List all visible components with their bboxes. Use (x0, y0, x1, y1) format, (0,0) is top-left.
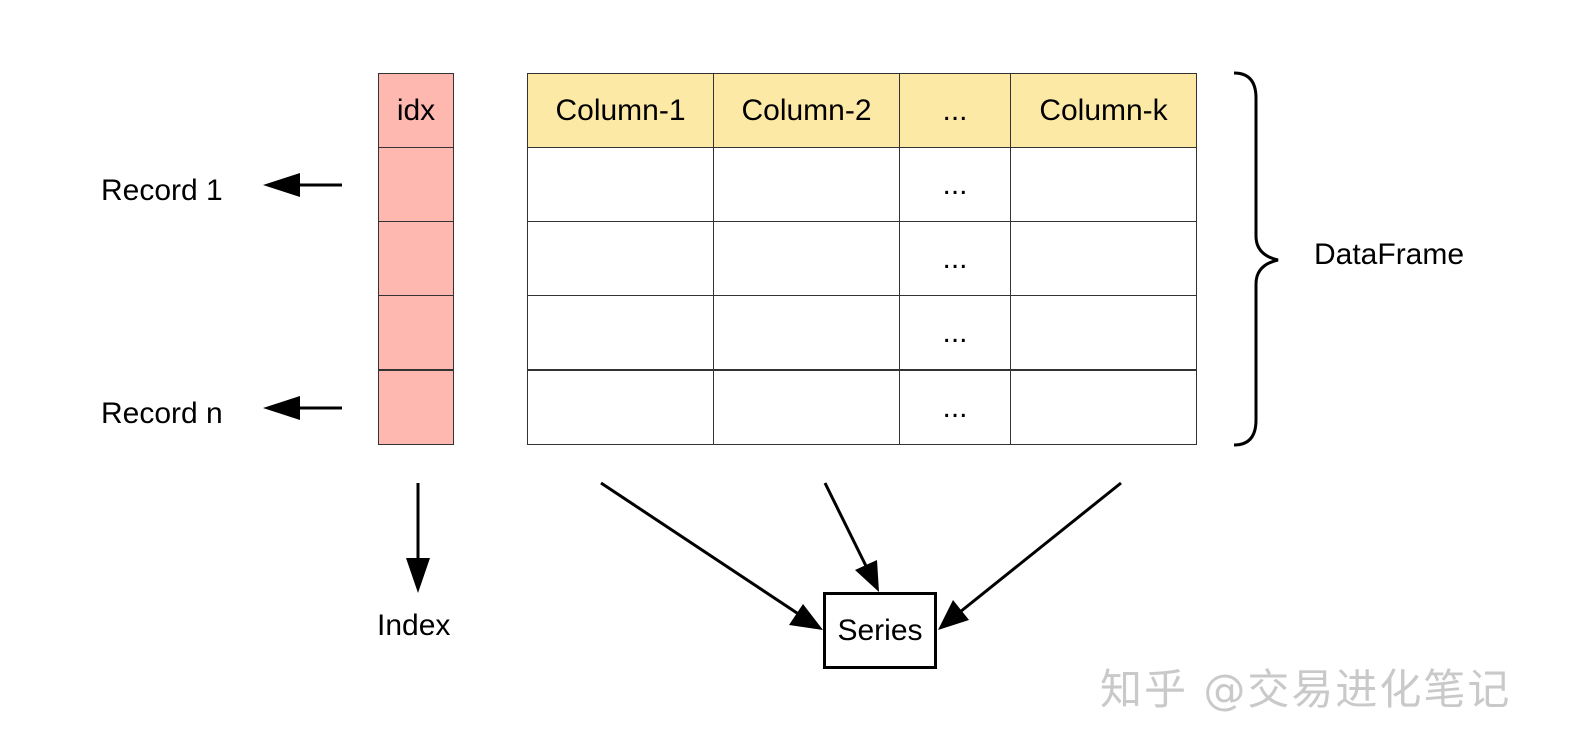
table-cell (1010, 147, 1197, 222)
index-cell (378, 295, 454, 370)
index-cell (378, 147, 454, 222)
index-header-cell: idx (378, 73, 454, 148)
series-label: Series (837, 613, 923, 647)
dataframe-brace (1233, 71, 1279, 447)
record-1-label: Record 1 (101, 174, 223, 207)
table-cell (1010, 370, 1197, 445)
series-arrow-right (938, 481, 1122, 630)
table-cell (1010, 295, 1197, 370)
record-n-label: Record n (101, 397, 223, 430)
table-cell-ellipsis: ... (899, 370, 1011, 445)
table-cell-ellipsis: ... (899, 221, 1011, 296)
series-arrow-middle (823, 482, 879, 592)
watermark: 知乎 @交易进化笔记 (1100, 665, 1512, 714)
table-cell (713, 221, 900, 296)
index-label: Index (377, 609, 451, 642)
series-arrow-left (600, 481, 823, 630)
table-cell (527, 370, 714, 445)
record-1-arrow (263, 173, 342, 197)
column-header: Column-1 (527, 73, 714, 148)
column-header: Column-k (1010, 73, 1197, 148)
index-cell (378, 370, 454, 445)
table-cell (713, 295, 900, 370)
table-cell-ellipsis: ... (899, 295, 1011, 370)
dataframe-label: DataFrame (1314, 238, 1465, 271)
table-cell (1010, 221, 1197, 296)
column-header: Column-2 (713, 73, 900, 148)
table-cell (527, 295, 714, 370)
record-n-arrow (263, 396, 342, 420)
table-cell (713, 370, 900, 445)
table-cell (527, 147, 714, 222)
column-header-ellipsis: ... (899, 73, 1011, 148)
index-arrow (406, 483, 430, 593)
series-box: Series (823, 592, 937, 669)
